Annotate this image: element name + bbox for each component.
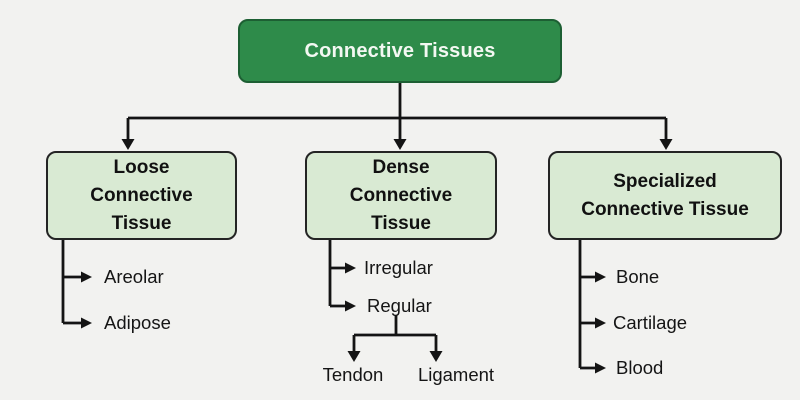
node-title-line: Dense [372, 156, 430, 178]
leaf-cartilage: Cartilage [613, 312, 688, 333]
arrow-right-icon [595, 362, 606, 374]
regular-sub-connector [347, 315, 443, 362]
node-title-line: Tissue [371, 212, 431, 234]
node-title-line: Loose [113, 156, 170, 178]
node-title: Connective Tissues [304, 39, 496, 62]
node-title-line: Connective Tissue [581, 198, 749, 220]
node-dense-connective-tissue: Dense Connective Tissue [305, 151, 497, 240]
leaf-regular: Regular [367, 295, 432, 316]
node-specialized-connective-tissue: Specialized Connective Tissue [548, 151, 782, 240]
node-connective-tissues: Connective Tissues [238, 19, 562, 83]
arrow-right-icon [595, 317, 606, 329]
arrow-right-icon [595, 271, 606, 283]
loose-leaf-connector [61, 240, 92, 329]
node-title-line: Connective [349, 184, 453, 206]
arrow-down-icon [429, 351, 443, 362]
node-title-line: Specialized [613, 170, 717, 192]
arrow-down-icon [121, 139, 135, 150]
arrow-down-icon [347, 351, 361, 362]
arrow-right-icon [81, 271, 92, 283]
leaf-areolar: Areolar [104, 266, 164, 287]
leaf-adipose: Adipose [104, 312, 171, 333]
leaf-irregular: Irregular [364, 257, 433, 278]
leaf-tendon: Tendon [322, 364, 384, 385]
arrow-right-icon [81, 317, 92, 329]
specialized-leaf-connector [578, 240, 606, 374]
leaf-ligament: Ligament [417, 364, 495, 385]
arrow-down-icon [659, 139, 673, 150]
leaf-bone: Bone [616, 266, 660, 287]
node-loose-connective-tissue: Loose Connective Tissue [46, 151, 237, 240]
dense-leaf-connector [328, 240, 356, 312]
root-branch-connector [121, 83, 673, 150]
node-title-line: Tissue [111, 212, 172, 234]
arrow-right-icon [345, 262, 356, 274]
arrow-right-icon [345, 300, 356, 312]
leaf-blood: Blood [616, 357, 664, 378]
node-title-line: Connective [90, 184, 193, 206]
arrow-down-icon [393, 139, 407, 150]
